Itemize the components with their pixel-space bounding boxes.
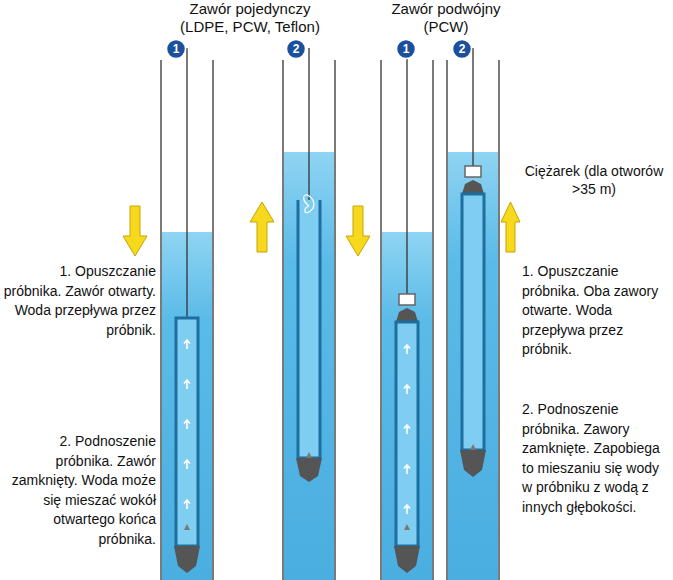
sampler-tube <box>396 322 418 546</box>
borehole-wall <box>212 60 214 580</box>
down-arrow <box>346 206 370 256</box>
sampler-tube <box>298 200 320 458</box>
flow-arrow <box>404 465 410 474</box>
valve-ball <box>184 524 190 530</box>
flow-arrow <box>404 385 410 394</box>
top-valve <box>396 308 418 322</box>
borehole-wall <box>380 60 382 580</box>
sampler <box>174 318 200 573</box>
water-column <box>447 152 499 580</box>
down-arrow <box>123 206 147 256</box>
flow-arrow <box>184 460 190 469</box>
check-valve <box>460 450 486 477</box>
check-valve <box>394 546 420 573</box>
borehole-wall <box>334 60 336 580</box>
up-arrow <box>250 202 274 252</box>
valve-ball <box>470 444 476 450</box>
sampler <box>460 166 486 477</box>
callout-circle <box>453 40 472 59</box>
flow-arrow <box>184 380 190 389</box>
callout-number: 1 <box>397 40 415 58</box>
callout-number: 2 <box>453 40 471 58</box>
sampler <box>394 294 420 573</box>
borehole-wall <box>282 60 284 580</box>
step-note: 2. Podnoszenie próbnika. Zawory zamknięt… <box>522 400 670 517</box>
callout-number: 2 <box>287 40 305 58</box>
step-note: 2. Podnoszenie próbnika. Zawór zamknięty… <box>2 432 156 549</box>
weight <box>399 294 415 305</box>
wire <box>186 48 187 318</box>
wire <box>406 48 407 294</box>
flow-arrow <box>184 420 190 429</box>
up-arrow <box>501 202 520 252</box>
borehole-wall <box>498 60 500 580</box>
sampler-tube <box>462 194 484 450</box>
flow-arrow <box>404 505 410 514</box>
flow-arrow <box>184 340 190 349</box>
callout-circle <box>287 40 306 59</box>
callout-circle <box>167 40 186 59</box>
wire <box>308 48 309 206</box>
sampler-tube <box>176 318 198 546</box>
wire <box>472 48 473 166</box>
weight-label: Ciężarek (dla otworów >35 m) <box>524 162 664 198</box>
check-valve <box>296 458 322 482</box>
borehole-wall <box>160 60 162 580</box>
column-heading: Zawór pojedynczy (LDPE, PCW, Teflon) <box>170 0 330 36</box>
check-valve <box>174 546 200 573</box>
valve-ball <box>306 452 312 458</box>
column-heading: Zawór podwójny (PCW) <box>382 0 510 36</box>
borehole-wall <box>446 60 448 580</box>
valve-ball <box>404 524 410 530</box>
step-note: 1. Opuszczanie próbnika. Zawór otwarty. … <box>2 262 156 340</box>
borehole-wall <box>432 60 434 580</box>
top-valve <box>462 180 484 194</box>
step-note: 1. Opuszczanie próbnika. Oba zawory otwa… <box>522 262 670 360</box>
flow-arrow <box>184 500 190 509</box>
sampler <box>296 195 322 482</box>
wire-knot <box>304 195 314 213</box>
water-column <box>283 152 335 580</box>
callout-circle <box>397 40 416 59</box>
flow-arrow <box>404 345 410 354</box>
callout-number: 1 <box>167 40 185 58</box>
weight <box>465 166 481 177</box>
flow-arrow <box>404 425 410 434</box>
